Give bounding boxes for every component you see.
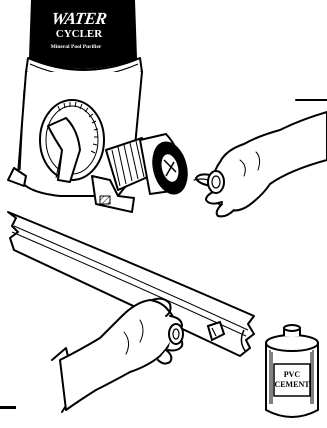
hand-holding-fitting bbox=[194, 100, 327, 216]
hand-applying-cement bbox=[52, 299, 183, 412]
product-name: CYCLER bbox=[42, 29, 116, 40]
product-tagline: Mineral Pool Purifier bbox=[36, 45, 116, 51]
can-label-line1: PVC bbox=[274, 371, 310, 379]
margin-mark bbox=[0, 406, 16, 409]
can-label-line2: CEMENT bbox=[274, 381, 310, 389]
brand-wordmark: WATER bbox=[41, 10, 117, 27]
